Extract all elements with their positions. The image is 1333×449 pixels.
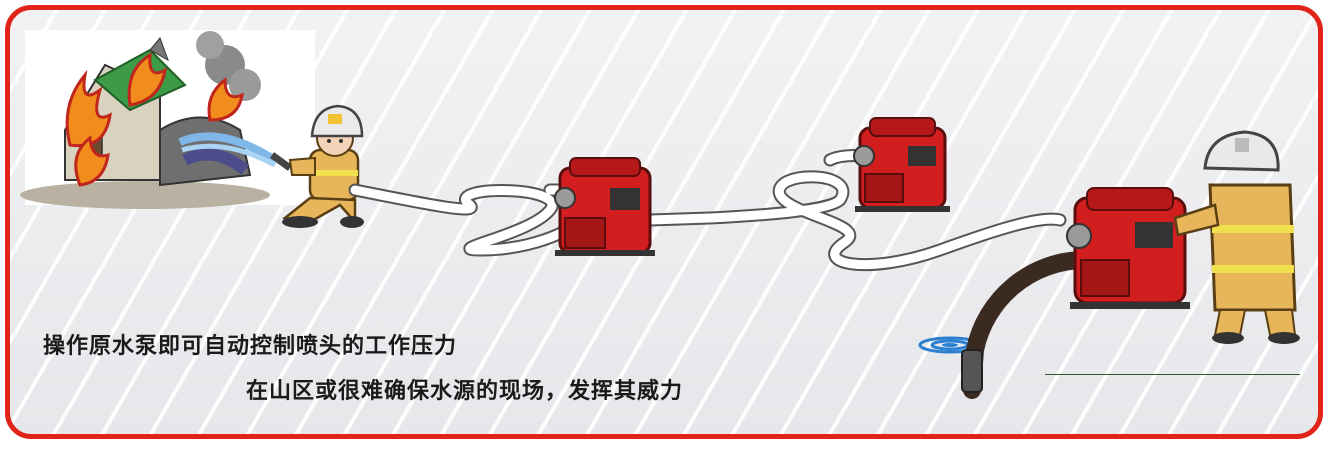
portable-fire-pump-icon: [554, 157, 655, 256]
portable-fire-pump-icon: [853, 117, 950, 212]
illustration-frame: 操作原水泵即可自动控制喷头的工作压力 在山区或很难确保水源的现场，发挥其威力: [5, 5, 1323, 439]
kneeling-firefighter-icon: [269, 104, 364, 228]
relay-pumping-scene: [20, 30, 1300, 399]
standing-firefighter-icon: [1173, 130, 1300, 344]
suction-hose: [963, 251, 1094, 399]
fire-hose: [348, 149, 1067, 272]
suction-strainer: [961, 349, 983, 393]
caption-line-2: 在山区或很难确保水源的现场，发挥其威力: [246, 379, 684, 404]
ground-line: [1045, 374, 1300, 375]
burning-house-icon: [20, 30, 315, 209]
caption-line-1: 操作原水泵即可自动控制喷头的工作压力: [43, 334, 458, 359]
portable-fire-pump-icon: [1066, 187, 1190, 309]
